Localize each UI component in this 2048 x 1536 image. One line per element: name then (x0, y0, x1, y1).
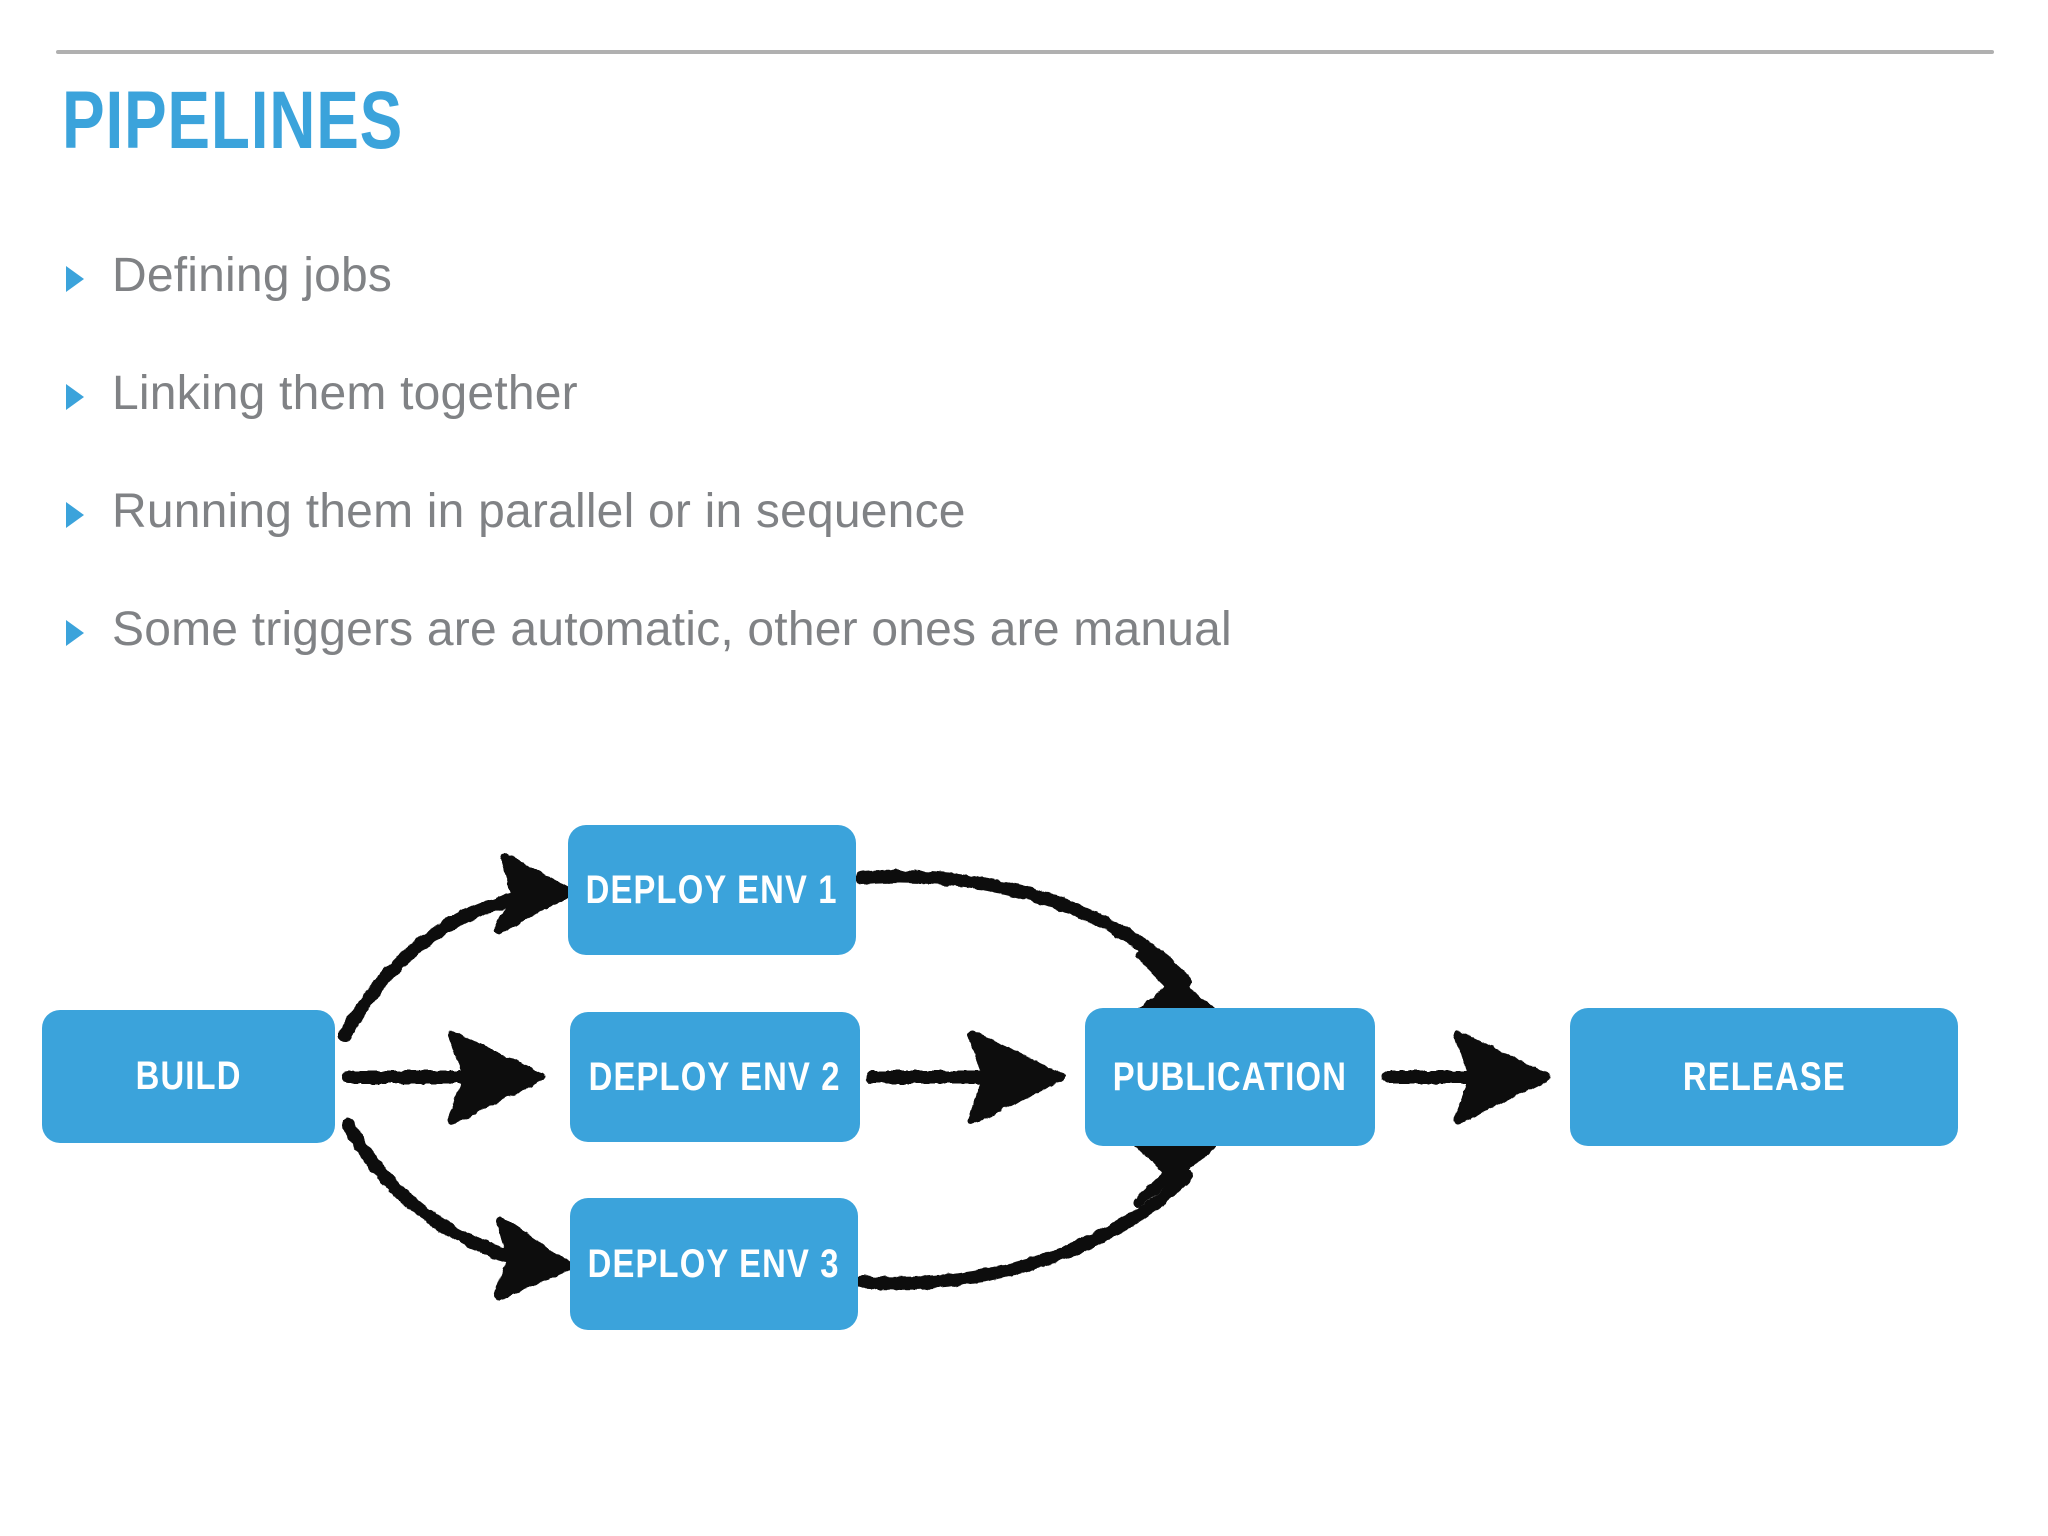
list-item: Running them in parallel or in sequence (62, 484, 1762, 542)
node-label: DEPLOY ENV 1 (586, 867, 838, 912)
bullet-list: Defining jobs Linking them together Runn… (62, 248, 1762, 720)
bullet-label: Defining jobs (112, 249, 393, 302)
triangle-right-icon (62, 266, 84, 292)
page-title: PIPELINES (62, 75, 404, 166)
bullet-label: Running them in parallel or in sequence (112, 485, 966, 538)
node-label: PUBLICATION (1112, 1054, 1348, 1099)
edge-build-to-deploy-env-3 (341, 1118, 573, 1301)
edge-deploy-env-3-to-publication (855, 1135, 1217, 1290)
header-divider (56, 50, 1994, 54)
triangle-right-icon (62, 620, 84, 646)
edge-publication-to-release (1381, 1030, 1550, 1125)
node-label: DEPLOY ENV 3 (588, 1241, 840, 1286)
edge-build-to-deploy-env-1 (338, 853, 573, 1042)
edge-deploy-env-1-to-publication (855, 870, 1217, 1023)
triangle-right-icon (62, 502, 84, 528)
diagram-node-build[interactable]: BUILD (42, 1010, 335, 1143)
bullet-label: Linking them together (112, 367, 578, 420)
list-item: Linking them together (62, 366, 1762, 424)
edge-build-to-deploy-env-2 (341, 1030, 545, 1125)
node-label: RELEASE (1682, 1054, 1846, 1099)
diagram-node-deploy-env-1[interactable]: DEPLOY ENV 1 (568, 825, 856, 955)
list-item: Some triggers are automatic, other ones … (62, 602, 1762, 660)
node-label: BUILD (135, 1054, 242, 1098)
diagram-node-deploy-env-2[interactable]: DEPLOY ENV 2 (570, 1012, 860, 1142)
diagram-node-release[interactable]: RELEASE (1570, 1008, 1958, 1146)
pipeline-diagram: BUILD DEPLOY ENV 1 DEPLOY ENV 2 DEPLOY E… (0, 780, 2048, 1380)
bullet-label: Some triggers are automatic, other ones … (112, 603, 1232, 656)
triangle-right-icon (62, 384, 84, 410)
list-item: Defining jobs (62, 248, 1762, 306)
node-label: DEPLOY ENV 2 (589, 1054, 841, 1099)
edge-deploy-env-2-to-publication (865, 1030, 1065, 1125)
diagram-node-publication[interactable]: PUBLICATION (1085, 1008, 1375, 1146)
diagram-node-deploy-env-3[interactable]: DEPLOY ENV 3 (570, 1198, 858, 1330)
